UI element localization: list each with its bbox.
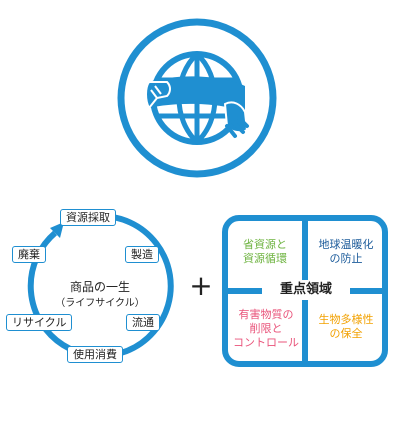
stage-disposal: 廃棄 — [12, 246, 46, 263]
cycle-title: 商品の一生 — [69, 280, 130, 294]
stage-resource-extraction: 資源採取 — [60, 209, 116, 226]
plus-sign: + — [189, 269, 213, 302]
quadrant-hazardous-substances: 有害物質の 削限と コントロール — [233, 308, 299, 349]
embracing-arm — [149, 76, 245, 112]
quadrant-resource-circulation: 省資源と 資源循環 — [243, 238, 287, 265]
lifecycle-ring — [27, 212, 174, 359]
stage-distribution: 流通 — [126, 314, 160, 331]
cycle-arc — [27, 212, 174, 359]
stage-use-consumption: 使用消費 — [67, 346, 123, 363]
logo-ring — [117, 18, 277, 178]
cycle-arrow-icon — [50, 222, 64, 238]
cycle-subtitle: （ライフサイクル） — [55, 298, 145, 309]
quadrant-climate-change: 地球温暖化 の防止 — [318, 238, 374, 265]
quadrant-biodiversity: 生物多様性 の保全 — [318, 313, 374, 340]
left-hand — [145, 81, 171, 110]
globe-with-hands-icon — [117, 18, 277, 178]
stage-manufacturing: 製造 — [125, 246, 159, 263]
stage-recycling: リサイクル — [6, 314, 73, 331]
focus-areas-title: 重点領域 — [262, 280, 350, 300]
